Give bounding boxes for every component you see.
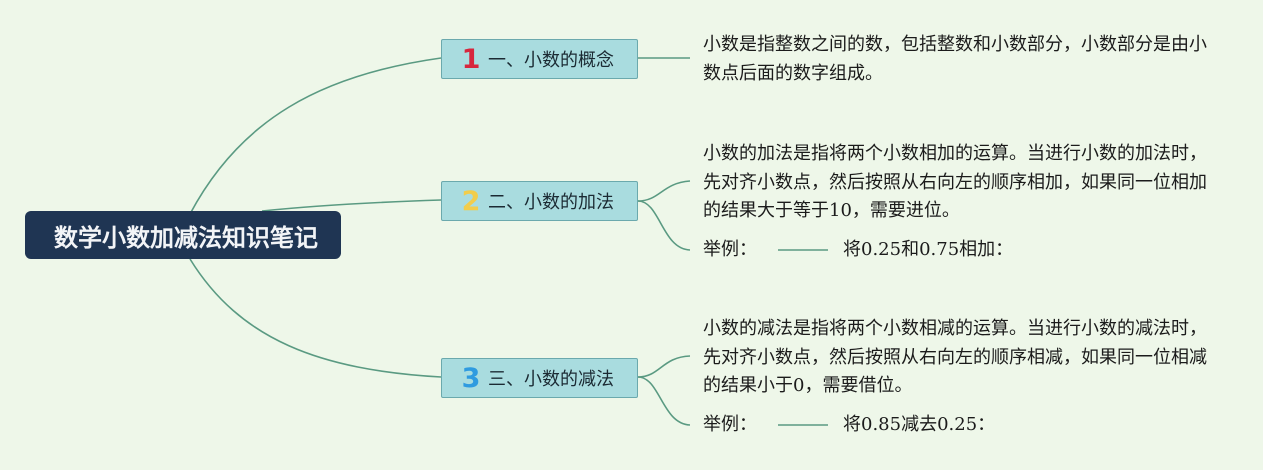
topic-subtraction-example-label[interactable]: 举例：: [703, 414, 757, 435]
topic-subtraction[interactable]: 3 三、小数的减法: [441, 358, 638, 398]
link-topic-2-example: [637, 200, 691, 251]
topic-concept[interactable]: 1 一、小数的概念: [441, 39, 638, 79]
root-title: 数学小数加减法知识笔记: [54, 223, 318, 252]
topic-concept-description[interactable]: 小数是指整数之间的数，包括整数和小数部分，小数部分是由小数点后面的数字组成。: [703, 34, 1207, 84]
topic-addition[interactable]: 2 二、小数的加法: [441, 181, 638, 221]
root-topic[interactable]: 数学小数加减法知识笔记: [25, 211, 341, 259]
link-root-topic-1: [189, 57, 442, 215]
link-topic-3-desc: [637, 355, 691, 378]
link-topic-3-example: [637, 376, 691, 426]
topic-addition-example-value[interactable]: 将0.25和0.75相加：: [843, 239, 1014, 260]
link-topic-2-desc: [637, 180, 691, 202]
topic-subtraction-description[interactable]: 小数的减法是指将两个小数相减的运算。当进行小数的减法时，先对齐小数点，然后按照从…: [703, 318, 1207, 396]
topic-label: 三、小数的减法: [488, 369, 614, 390]
topic-subtraction-example-value[interactable]: 将0.85减去0.25：: [843, 414, 996, 435]
topic-label: 一、小数的概念: [488, 50, 614, 71]
priority-2-marker: 2: [461, 185, 481, 217]
priority-1-marker: 1: [461, 43, 481, 75]
priority-3-marker: 3: [461, 362, 481, 394]
topic-label: 二、小数的加法: [488, 192, 614, 213]
topic-addition-description[interactable]: 小数的加法是指将两个小数相加的运算。当进行小数的加法时，先对齐小数点，然后按照从…: [703, 143, 1207, 221]
link-root-topic-2: [261, 199, 442, 212]
topic-addition-example-label[interactable]: 举例：: [703, 239, 757, 260]
link-root-topic-3: [189, 258, 442, 378]
